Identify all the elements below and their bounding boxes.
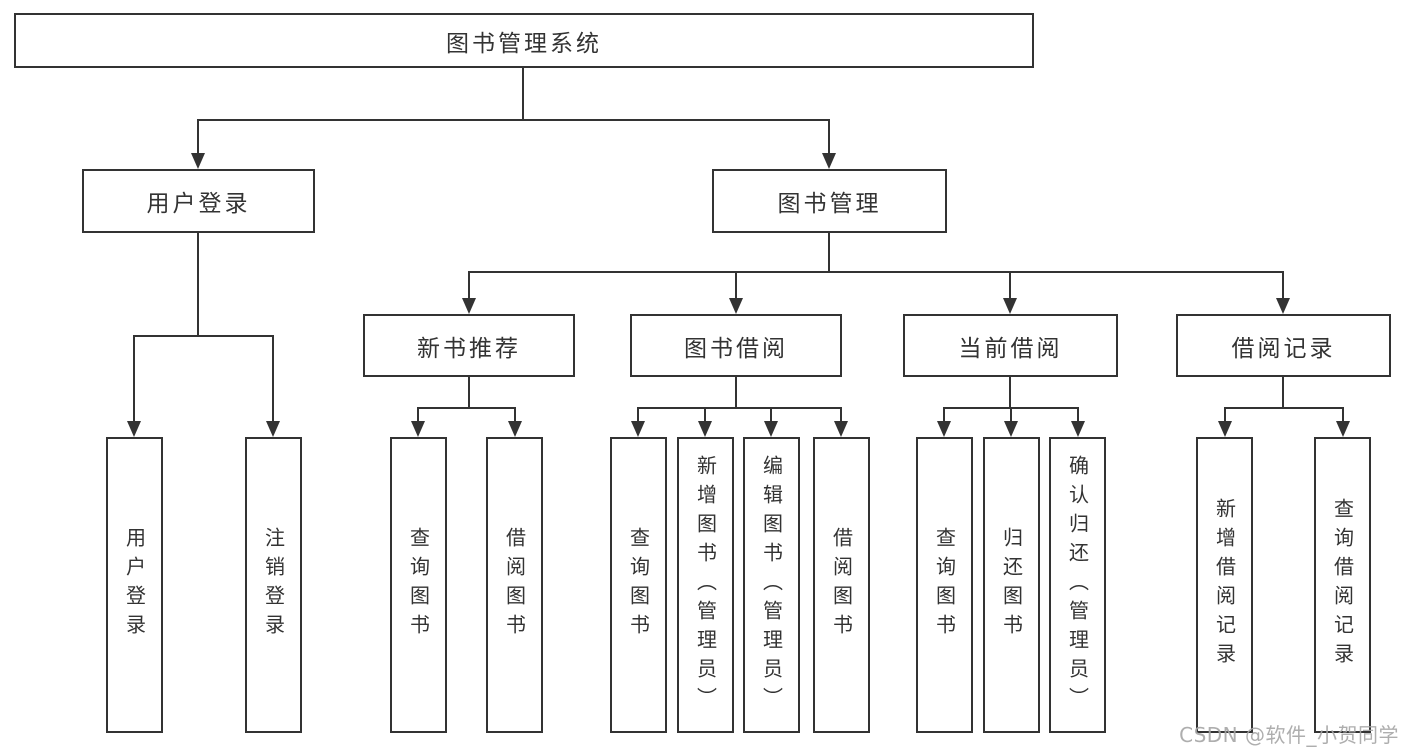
connector-line [770, 407, 772, 422]
arrow-down-icon [631, 421, 645, 437]
node-borrowing-records: 借阅记录 [1176, 314, 1391, 377]
node-label: 用户登录 [146, 191, 251, 217]
node-label: 当前借阅 [958, 335, 1063, 362]
leaf-label: 借阅图书 [502, 527, 527, 643]
arrow-down-icon [1003, 298, 1017, 314]
node-new-book-recommend: 新书推荐 [363, 314, 575, 377]
connector-line [1224, 407, 1226, 422]
leaf-return-books: 归还图书 [983, 437, 1040, 733]
connector-line [735, 377, 737, 409]
connector-line [1010, 407, 1012, 422]
leaf-label: 新增借阅记录 [1212, 498, 1237, 672]
connector-line [1077, 407, 1079, 422]
arrow-down-icon [1276, 298, 1290, 314]
node-current-borrowing: 当前借阅 [903, 314, 1118, 377]
arrow-down-icon [266, 421, 280, 437]
node-label: 图书借阅 [684, 335, 788, 362]
leaf-user-login: 用户登录 [106, 437, 163, 733]
leaf-logout: 注销登录 [245, 437, 302, 733]
connector-line [1009, 271, 1011, 299]
connector-line [468, 271, 1282, 273]
leaf-query-books-current: 查询图书 [916, 437, 973, 733]
leaf-label: 查询图书 [406, 527, 431, 643]
leaf-add-books-admin: 新增图书（管理员） [677, 437, 734, 733]
arrow-down-icon [191, 153, 205, 169]
connector-line [840, 407, 842, 422]
leaf-borrow-books-recommend: 借阅图书 [486, 437, 543, 733]
arrow-down-icon [127, 421, 141, 437]
node-label: 图书管理系统 [446, 30, 602, 57]
node-book-borrowing: 图书借阅 [630, 314, 842, 377]
connector-line [943, 407, 945, 422]
connector-line [468, 377, 470, 409]
node-user-login: 用户登录 [82, 169, 315, 233]
node-label: 图书管理 [777, 191, 882, 217]
connector-line [1224, 407, 1344, 409]
arrow-down-icon [834, 421, 848, 437]
leaf-label: 用户登录 [122, 527, 147, 643]
connector-line [522, 68, 524, 120]
connector-line [637, 407, 639, 422]
connector-line [637, 407, 842, 409]
leaf-label: 查询图书 [626, 527, 651, 643]
arrow-down-icon [1336, 421, 1350, 437]
connector-line [735, 271, 737, 299]
leaf-label: 查询借阅记录 [1330, 498, 1355, 672]
connector-line [1009, 377, 1011, 409]
arrow-down-icon [937, 421, 951, 437]
connector-line [133, 335, 274, 337]
leaf-query-books-recommend: 查询图书 [390, 437, 447, 733]
arrow-down-icon [508, 421, 522, 437]
connector-line [828, 119, 830, 155]
leaf-borrow-books: 借阅图书 [813, 437, 870, 733]
leaf-label: 新增图书（管理员） [693, 454, 718, 716]
connector-line [514, 407, 516, 422]
leaf-confirm-return-admin: 确认归还（管理员） [1049, 437, 1106, 733]
connector-line [417, 407, 516, 409]
arrow-down-icon [1218, 421, 1232, 437]
connector-line [197, 233, 199, 337]
node-book-management: 图书管理 [712, 169, 947, 233]
connector-line [1342, 407, 1344, 422]
arrow-down-icon [729, 298, 743, 314]
arrow-down-icon [764, 421, 778, 437]
connector-line [704, 407, 706, 422]
connector-line [133, 335, 135, 422]
arrow-down-icon [1004, 421, 1018, 437]
csdn-watermark: CSDN @软件_小贺同学 [1179, 723, 1399, 747]
arrow-down-icon [1071, 421, 1085, 437]
node-library-system: 图书管理系统 [14, 13, 1034, 68]
leaf-query-borrow-record: 查询借阅记录 [1314, 437, 1371, 733]
connector-line [468, 271, 470, 299]
leaf-label: 确认归还（管理员） [1065, 454, 1090, 716]
leaf-label: 注销登录 [261, 527, 286, 643]
leaf-label: 借阅图书 [829, 527, 854, 643]
leaf-label: 编辑图书（管理员） [759, 454, 784, 716]
connector-line [197, 119, 199, 155]
connector-line [272, 335, 274, 422]
connector-line [417, 407, 419, 422]
connector-line [197, 119, 830, 121]
leaf-label: 查询图书 [932, 527, 957, 643]
node-label: 借阅记录 [1231, 335, 1336, 362]
node-label: 新书推荐 [417, 335, 521, 362]
connector-line [1282, 271, 1284, 299]
leaf-label: 归还图书 [999, 527, 1024, 643]
leaf-query-books-borrowing: 查询图书 [610, 437, 667, 733]
arrow-down-icon [698, 421, 712, 437]
leaf-edit-books-admin: 编辑图书（管理员） [743, 437, 800, 733]
connector-line [1282, 377, 1284, 409]
connector-line [828, 233, 830, 273]
leaf-add-borrow-record: 新增借阅记录 [1196, 437, 1253, 733]
arrow-down-icon [462, 298, 476, 314]
arrow-down-icon [822, 153, 836, 169]
arrow-down-icon [411, 421, 425, 437]
